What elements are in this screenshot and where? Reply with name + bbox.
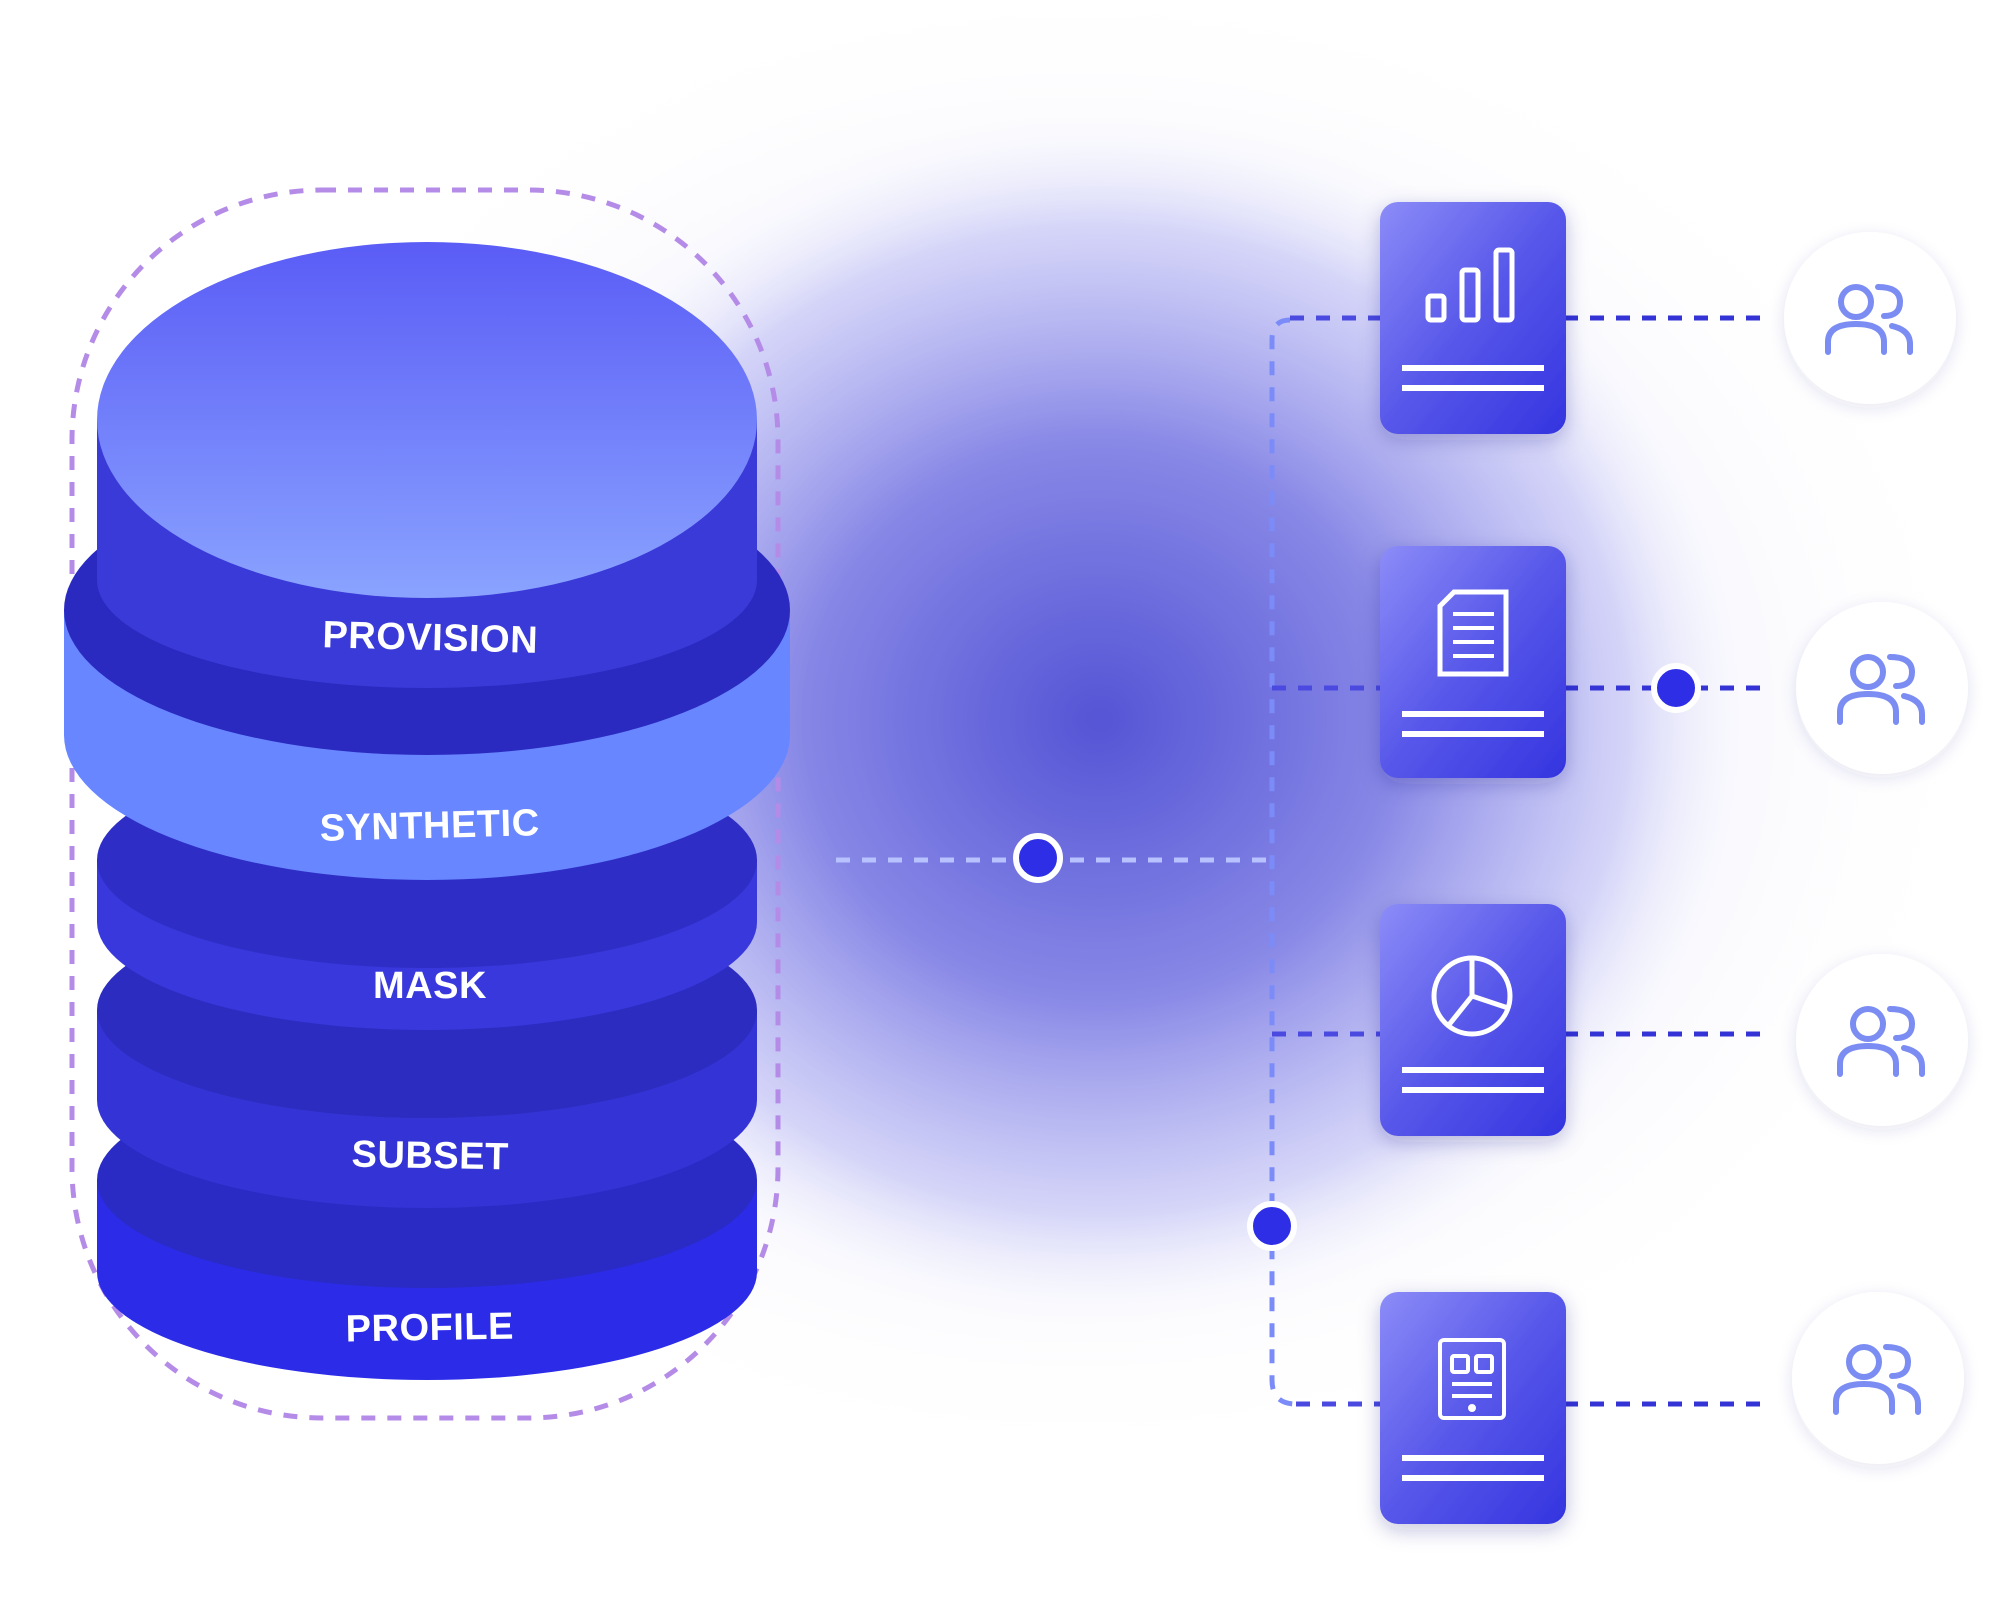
user-circle-4[interactable] (1792, 1292, 1964, 1464)
stack-dashed-outline (69, 187, 781, 1421)
layer-label-subset: SUBSET (351, 1134, 509, 1179)
output-card-3[interactable] (1380, 904, 1566, 1136)
node-branch-2 (1651, 663, 1701, 713)
users-icon (1825, 284, 1913, 355)
users-icon (1837, 654, 1925, 725)
layer-label-synthetic: SYNTHETIC (319, 802, 540, 850)
document-icon (1437, 589, 1509, 677)
card-3-lines (1402, 1067, 1544, 1093)
node-main (1013, 833, 1063, 883)
connector-trunk (1269, 317, 1297, 1407)
user-circle-3[interactable] (1796, 954, 1968, 1126)
output-card-2[interactable] (1380, 546, 1566, 778)
pie-chart-icon (1431, 955, 1513, 1037)
user-circle-2[interactable] (1796, 602, 1968, 774)
layer-label-mask: MASK (373, 965, 487, 1007)
layer-label-profile: PROFILE (345, 1306, 514, 1351)
users-icon (1833, 1344, 1921, 1415)
connector-nodes (1013, 663, 1701, 1251)
card-1-lines (1402, 365, 1544, 391)
layer-label-provision: PROVISION (322, 614, 539, 662)
dashboard-icon (1438, 1338, 1506, 1420)
node-trunk (1247, 1201, 1297, 1251)
user-circles (1784, 232, 1968, 1464)
card-2-lines (1402, 711, 1544, 737)
card-4-lines (1402, 1455, 1544, 1481)
output-cards (1380, 202, 1566, 1524)
users-icon (1837, 1006, 1925, 1077)
layer-provision (97, 242, 757, 688)
database-stack: PROVISION SYNTHETIC MASK SUBSET PROFILE (64, 242, 790, 1380)
bar-chart-icon (1425, 247, 1515, 323)
user-circle-1[interactable] (1784, 232, 1956, 404)
